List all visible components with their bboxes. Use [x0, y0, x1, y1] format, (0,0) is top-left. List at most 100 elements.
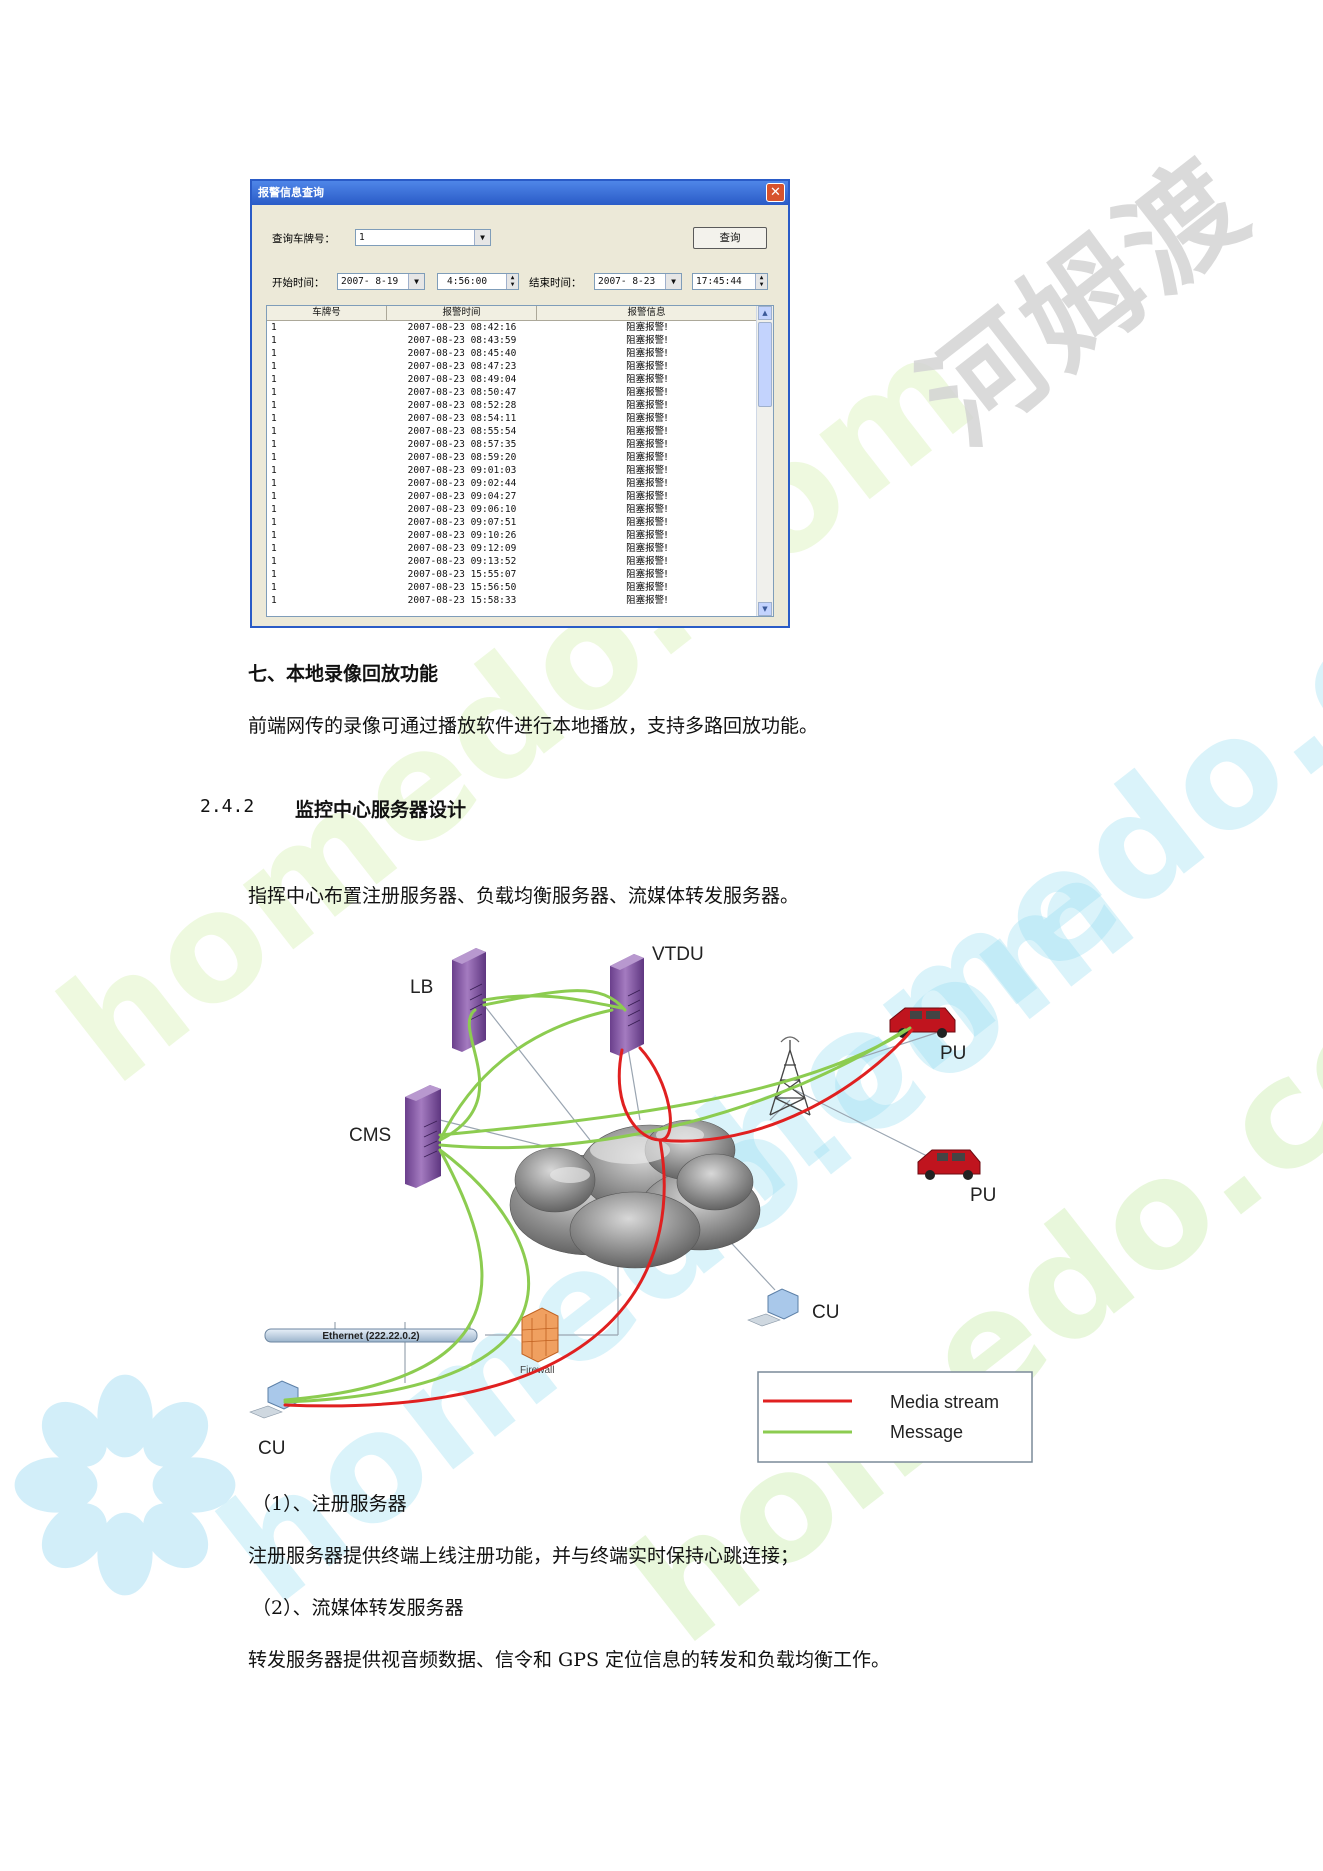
cms-server-icon	[405, 1085, 441, 1188]
table-cell: 阻塞报警!	[626, 387, 668, 398]
end-time-stepper[interactable]: 17:45:44 ▲▼	[692, 273, 768, 290]
table-cell: 2007-08-23 08:55:54	[407, 426, 517, 437]
table-cell: 2007-08-23 09:01:03	[407, 465, 517, 476]
scroll-up-icon[interactable]: ▲	[758, 306, 772, 320]
table-cell: 1	[271, 322, 277, 333]
ethernet-label: Ethernet (222.22.0.2)	[322, 1331, 419, 1342]
scroll-thumb[interactable]	[758, 322, 772, 407]
end-date-value: 2007- 8-23	[598, 276, 656, 287]
table-cell: 阻塞报警!	[626, 504, 668, 515]
table-cell: 阻塞报警!	[626, 465, 668, 476]
legend-media-label: Media stream	[890, 1392, 999, 1412]
lb-server-icon	[452, 948, 486, 1052]
chevron-down-icon[interactable]: ▼	[665, 274, 681, 289]
dialog-title: 报警信息查询	[258, 186, 324, 199]
table-cell: 阻塞报警!	[626, 530, 668, 541]
table-row[interactable]: 1 2007-08-23 08:57:35 阻塞报警!	[267, 438, 773, 451]
table-cell: 阻塞报警!	[626, 439, 668, 450]
section-2-4-2-number: 2.4.2	[200, 796, 255, 817]
plate-value: 1	[359, 232, 365, 243]
table-row[interactable]: 1 2007-08-23 08:52:28 阻塞报警!	[267, 399, 773, 412]
flower-watermark-icon	[14, 1374, 236, 1596]
table-cell: 2007-08-23 09:13:52	[407, 556, 517, 567]
table-cell: 2007-08-23 15:55:07	[407, 569, 517, 580]
table-cell: 2007-08-23 08:42:16	[407, 322, 517, 333]
start-time-label: 开始时间：	[272, 277, 325, 289]
table-cell: 阻塞报警!	[626, 556, 668, 567]
plate-select[interactable]: 1 ▼	[355, 229, 491, 246]
start-time-value: 4:56:00	[447, 276, 488, 287]
table-cell: 2007-08-23 15:58:33	[407, 595, 517, 606]
column-header[interactable]: 报警时间	[387, 306, 537, 320]
registration-server-body: 注册服务器提供终端上线注册功能，并与终端实时保持心跳连接；	[248, 1545, 800, 1567]
table-cell: 阻塞报警!	[626, 582, 668, 593]
table-cell: 阻塞报警!	[626, 361, 668, 372]
close-icon[interactable]: ✕	[766, 183, 785, 202]
table-header: 车牌号 报警时间 报警信息	[267, 306, 773, 321]
forwarding-server-body: 转发服务器提供视音频数据、信令和 GPS 定位信息的转发和负载均衡工作。	[248, 1649, 891, 1671]
table-cell: 1	[271, 491, 277, 502]
section-7-heading: 七、本地录像回放功能	[248, 663, 439, 685]
table-row[interactable]: 1 2007-08-23 08:42:16 阻塞报警!	[267, 321, 773, 334]
start-date-picker[interactable]: 2007- 8-19 ▼	[337, 273, 425, 290]
cu-right-computer-icon	[747, 1288, 799, 1327]
table-cell: 2007-08-23 09:02:44	[407, 478, 517, 489]
table-row[interactable]: 1 2007-08-23 09:01:03 阻塞报警!	[267, 464, 773, 477]
pu-2-label: PU	[970, 1185, 996, 1206]
end-date-picker[interactable]: 2007- 8-23 ▼	[594, 273, 682, 290]
query-button[interactable]: 查询	[693, 227, 767, 249]
table-cell: 1	[271, 543, 277, 554]
table-cell: 1	[271, 465, 277, 476]
table-cell: 2007-08-23 08:50:47	[407, 387, 517, 398]
column-header[interactable]: 车牌号	[267, 306, 387, 320]
table-cell: 阻塞报警!	[626, 517, 668, 528]
ethernet-bar: Ethernet (222.22.0.2)	[264, 1328, 478, 1343]
table-cell: 2007-08-23 08:57:35	[407, 439, 517, 450]
table-cell: 2007-08-23 08:52:28	[407, 400, 517, 411]
spinner-arrows-icon[interactable]: ▲▼	[755, 274, 767, 289]
table-cell: 阻塞报警!	[626, 452, 668, 463]
table-cell: 1	[271, 595, 277, 606]
spinner-arrows-icon[interactable]: ▲▼	[506, 274, 518, 289]
vtdu-server-icon	[610, 954, 644, 1056]
table-cell: 1	[271, 439, 277, 450]
table-cell: 2007-08-23 15:56:50	[407, 582, 517, 593]
table-cell: 1	[271, 400, 277, 411]
table-cell: 阻塞报警!	[626, 491, 668, 502]
section-7-body: 前端网传的录像可通过播放软件进行本地播放，支持多路回放功能。	[248, 715, 819, 737]
table-cell: 阻塞报警!	[626, 400, 668, 411]
table-cell: 阻塞报警!	[626, 322, 668, 333]
cu-right-label: CU	[812, 1302, 839, 1323]
cms-label: CMS	[349, 1125, 391, 1146]
table-cell: 1	[271, 504, 277, 515]
scroll-down-icon[interactable]: ▼	[758, 602, 772, 616]
chevron-down-icon[interactable]: ▼	[474, 230, 490, 245]
forwarding-server-heading: （2）、流媒体转发服务器	[252, 1597, 464, 1619]
start-time-stepper[interactable]: 4:56:00 ▲▼	[437, 273, 519, 290]
table-cell: 1	[271, 348, 277, 359]
table-cell: 1	[271, 569, 277, 580]
vertical-scrollbar[interactable]: ▲ ▼	[756, 306, 773, 616]
chevron-down-icon[interactable]: ▼	[408, 274, 424, 289]
